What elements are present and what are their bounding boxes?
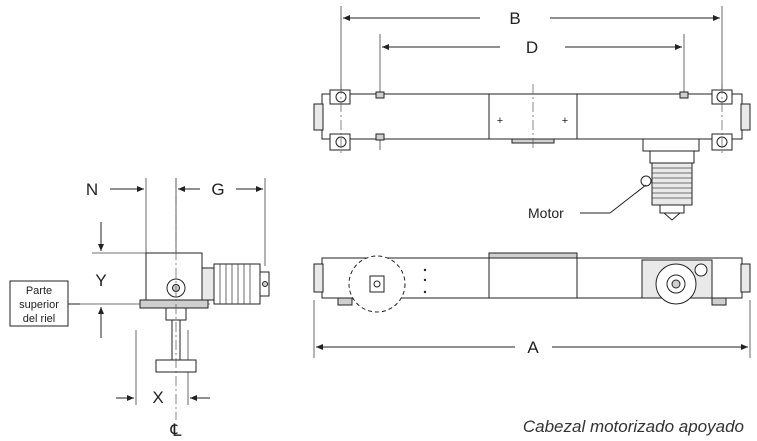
figure-caption: Cabezal motorizado apoyado [523, 417, 744, 436]
motor-top-view [640, 138, 700, 221]
dimension-y: Y [92, 222, 146, 338]
dimension-a: A [316, 338, 748, 357]
dimension-d: D [382, 38, 682, 57]
right-bumper-side [740, 263, 751, 293]
motor-end-view [213, 263, 270, 305]
dimension-a-label: A [527, 338, 539, 357]
dimension-n: N [86, 180, 144, 199]
center-plate-side [488, 257, 578, 299]
rail-top-label-line1: Parte [26, 285, 52, 297]
dimension-d-label: D [526, 38, 538, 57]
dimension-b: B [343, 9, 720, 28]
dimension-x: X [116, 388, 210, 407]
side-view: A [313, 252, 751, 358]
dimension-x-label: X [152, 388, 163, 407]
drive-gearbox-side [641, 259, 713, 305]
rail-top-label-box: Parte superior del riel [9, 280, 69, 327]
rail-top-label-line2: superior [19, 299, 59, 311]
left-bumper-side [313, 263, 324, 293]
dimension-n-label: N [86, 180, 98, 199]
wheel-right-top [711, 84, 733, 154]
dimension-g-label: G [211, 180, 224, 199]
dimension-g: G [178, 180, 263, 199]
dimension-y-label: Y [95, 271, 106, 290]
wheel-left-top [329, 84, 351, 154]
right-bumper-top [740, 103, 751, 131]
svg-text:+: + [497, 115, 503, 127]
idler-wheel-side [348, 255, 427, 313]
motor-label: Motor [528, 205, 564, 221]
rail-top-label-line3: del riel [23, 313, 55, 325]
dimension-b-label: B [509, 9, 520, 28]
top-view: B D + + [313, 6, 751, 221]
svg-text:+: + [562, 115, 568, 127]
end-view: N G Y Parte superior del riel [9, 178, 270, 440]
centerline-symbol: ℄ [170, 421, 182, 440]
left-bumper-top [313, 103, 324, 131]
